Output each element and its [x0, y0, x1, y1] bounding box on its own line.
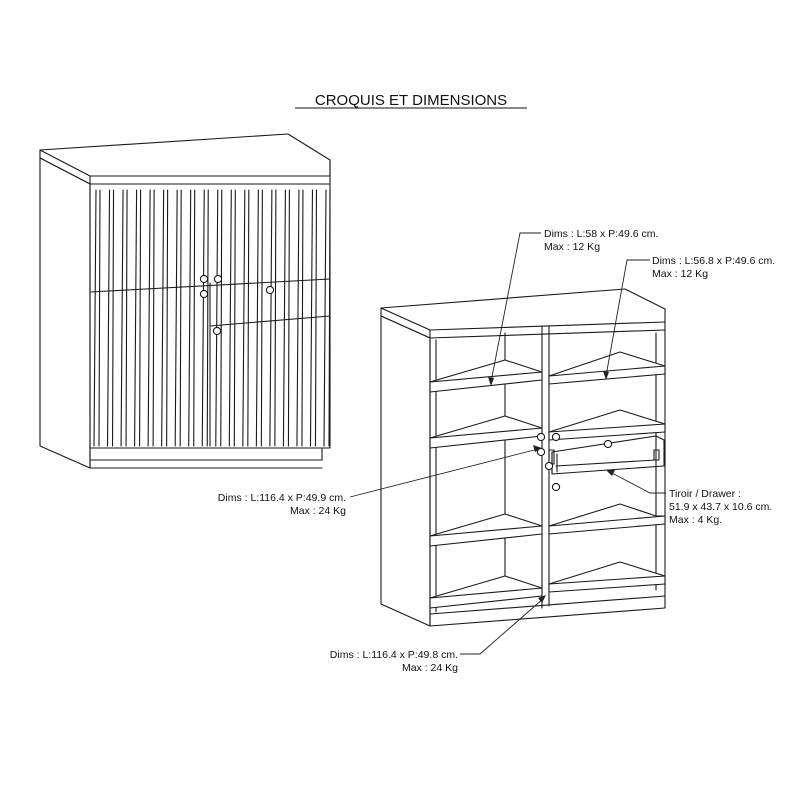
- slat-line: [98, 189, 101, 447]
- knob-icon: [212, 326, 222, 336]
- shelf-right-dims: Dims : L:56.8 x P:49.6 cm.: [652, 255, 775, 267]
- slat-line: [106, 189, 111, 447]
- slat-line: [233, 189, 236, 447]
- annotation-shelf-right: Dims : L:56.8 x P:49.6 cm. Max : 12 Kg: [652, 255, 775, 280]
- knob-icon: [213, 274, 223, 284]
- drawer-title: Tiroir / Drawer :: [669, 488, 741, 500]
- slat-line: [179, 189, 182, 447]
- knob-icon: [199, 274, 209, 284]
- drawer: [548, 435, 665, 475]
- slat-line: [269, 189, 273, 447]
- slat-line: [296, 189, 300, 447]
- cabinet-top: [39, 133, 331, 177]
- slat-line: [328, 189, 331, 447]
- slat-line: [152, 189, 155, 447]
- knob-icon: [199, 289, 209, 299]
- left-shelves: [429, 359, 543, 609]
- slat-line: [215, 189, 219, 447]
- slat-line: [193, 189, 196, 447]
- slat-line: [228, 189, 232, 447]
- slat-line: [166, 189, 169, 447]
- shelf-left-max: Max : 12 Kg: [544, 241, 600, 253]
- slat-line: [201, 189, 205, 447]
- middle-panel-max: Max : 24 Kg: [290, 505, 346, 517]
- annotation-bottom-panel: Dims : L:116.4 x P:49.8 cm. Max : 24 Kg: [330, 649, 458, 674]
- open-cabinet-side: [380, 315, 431, 627]
- slat-line: [93, 189, 97, 447]
- slat-line: [174, 189, 178, 447]
- annotation-drawer: Tiroir / Drawer : 51.9 x 43.7 x 10.6 cm.…: [669, 488, 772, 526]
- knob-icon: [603, 439, 613, 449]
- open-cabinet-top: [380, 288, 666, 331]
- slat-line: [188, 189, 192, 447]
- slat-line: [120, 189, 124, 447]
- slat-line: [220, 189, 223, 447]
- shelf-right-max: Max : 12 Kg: [652, 268, 708, 280]
- slat-line: [323, 189, 327, 447]
- drawer-max: Max : 4 Kg.: [669, 514, 722, 526]
- bottom-panel-dims: Dims : L:116.4 x P:49.8 cm.: [330, 649, 458, 661]
- slat-line: [282, 189, 286, 447]
- knob-icon: [536, 432, 546, 442]
- shelf-left-dims: Dims : L:58 x P:49.6 cm.: [544, 228, 658, 240]
- knob-icon: [265, 285, 275, 295]
- closed-cabinet-drawing: [39, 133, 331, 469]
- knob-icon: [551, 432, 561, 442]
- slat-line: [139, 189, 142, 447]
- slat-line: [255, 189, 259, 447]
- knob-icon: [544, 461, 554, 471]
- bottom-panel-max: Max : 24 Kg: [402, 662, 458, 674]
- slat-line: [260, 189, 263, 447]
- slat-line: [134, 189, 138, 447]
- slat-line: [309, 189, 314, 447]
- diagram-title: CROQUIS ET DIMENSIONS: [295, 92, 527, 109]
- slat-line: [274, 189, 277, 447]
- slat-line: [287, 189, 290, 447]
- fluted-slats: [93, 189, 331, 447]
- slat-line: [125, 189, 128, 447]
- annotation-shelf-left: Dims : L:58 x P:49.6 cm. Max : 12 Kg: [544, 228, 658, 253]
- middle-panel-dims: Dims : L:116.4 x P:49.9 cm.: [218, 492, 346, 504]
- open-cabinet-drawing: [380, 288, 666, 627]
- slat-line: [147, 189, 151, 447]
- slat-line: [206, 189, 209, 447]
- cabinet-side-panel: [39, 157, 91, 469]
- slat-line: [111, 189, 115, 447]
- slat-line: [247, 189, 250, 447]
- drawer-dims: 51.9 x 43.7 x 10.6 cm.: [669, 501, 772, 513]
- annotation-middle-panel: Dims : L:116.4 x P:49.9 cm. Max : 24 Kg: [218, 492, 346, 517]
- knob-icon: [551, 482, 561, 492]
- slat-line: [161, 189, 165, 447]
- title-text: CROQUIS ET DIMENSIONS: [315, 92, 507, 109]
- slat-line: [301, 189, 304, 447]
- leader-lines: [349, 232, 666, 655]
- slat-line: [242, 189, 246, 447]
- slat-line: [314, 189, 318, 447]
